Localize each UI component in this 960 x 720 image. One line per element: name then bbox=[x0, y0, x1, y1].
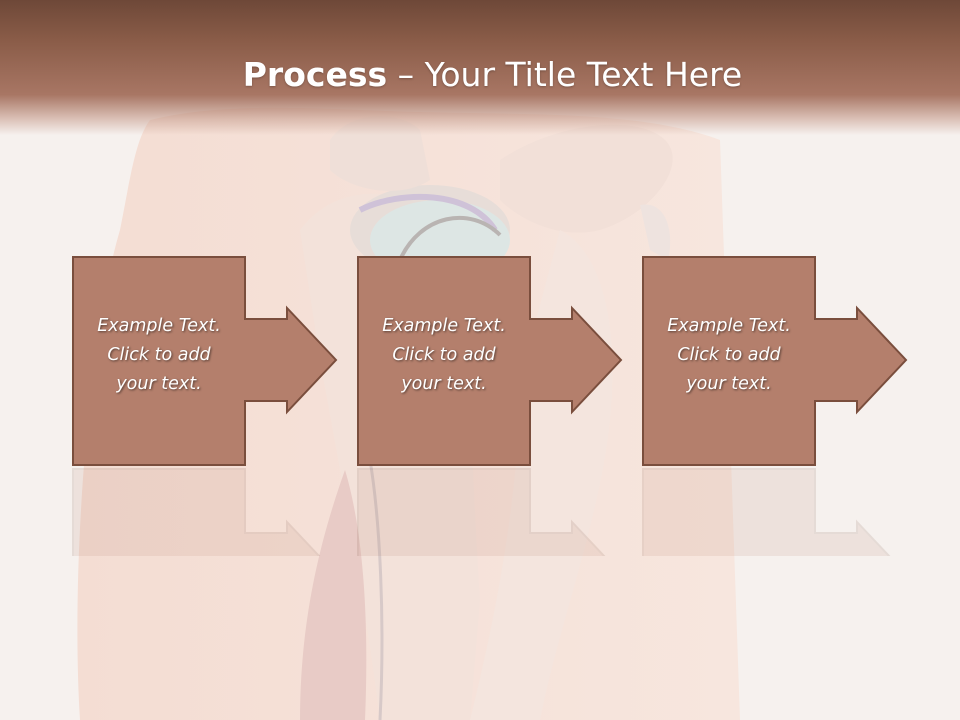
step-text: Example Text. Click to add your text. bbox=[642, 312, 816, 399]
step-reflection bbox=[642, 466, 922, 556]
step-text-line: Click to add bbox=[107, 345, 211, 365]
process-step-3[interactable]: Example Text. Click to add your text. bbox=[642, 256, 922, 468]
step-text: Example Text. Click to add your text. bbox=[357, 312, 531, 399]
step-text-line: Example Text. bbox=[382, 316, 506, 336]
step-text-line: Example Text. bbox=[667, 316, 791, 336]
step-text: Example Text. Click to add your text. bbox=[72, 312, 246, 399]
title-bold: Process bbox=[242, 55, 388, 94]
step-reflection bbox=[72, 466, 352, 556]
step-text-line: Click to add bbox=[392, 345, 496, 365]
step-text-line: your text. bbox=[116, 374, 202, 394]
title-rest: – Your Title Text Here bbox=[387, 55, 743, 94]
step-reflection bbox=[357, 466, 637, 556]
process-step-2[interactable]: Example Text. Click to add your text. bbox=[357, 256, 637, 468]
process-step-1[interactable]: Example Text. Click to add your text. bbox=[72, 256, 352, 468]
title-banner bbox=[0, 0, 960, 135]
page-title[interactable]: Process – Your Title Text Here bbox=[0, 52, 960, 98]
step-box-arrow-shape bbox=[642, 256, 908, 466]
step-text-line: your text. bbox=[686, 374, 772, 394]
step-text-line: your text. bbox=[401, 374, 487, 394]
step-box-arrow-shape bbox=[357, 256, 623, 466]
step-box-arrow-shape bbox=[72, 256, 338, 466]
step-text-line: Example Text. bbox=[97, 316, 221, 336]
step-text-line: Click to add bbox=[677, 345, 781, 365]
